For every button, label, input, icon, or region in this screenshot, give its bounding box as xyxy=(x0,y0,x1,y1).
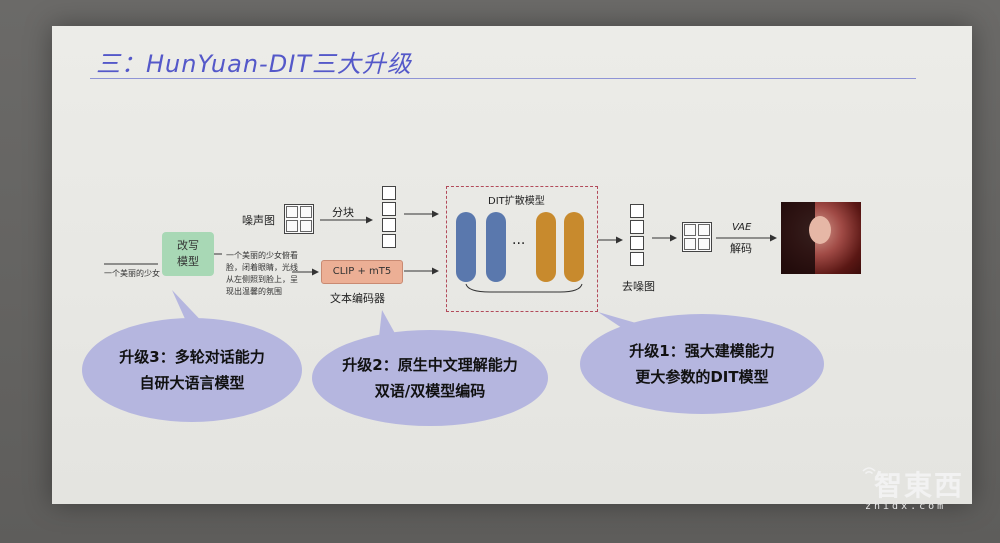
dit-label: DIT扩散模型 xyxy=(488,196,545,207)
callout-upgrade-2: 升级2：原生中文理解能力 双语/双模型编码 xyxy=(312,330,548,426)
denoised-grid xyxy=(682,222,712,252)
rewritten-prompt: 一个美丽的少女俯看 脸，闭着眼睛，光线 从左侧照到脸上，呈 现出温馨的氛围 xyxy=(226,251,298,296)
patch-1 xyxy=(382,186,396,200)
denoise-patch-3 xyxy=(630,236,644,250)
noise-grid xyxy=(284,204,314,234)
denoise-label: 去噪图 xyxy=(622,280,655,293)
vae-label: VAE xyxy=(732,222,752,233)
patch-2 xyxy=(382,202,396,216)
title-divider xyxy=(90,78,916,79)
dit-block-orange-1 xyxy=(536,212,556,282)
text-encoder-label: 文本编码器 xyxy=(330,292,385,305)
input-prompt: 一个美丽的少女 xyxy=(104,269,160,278)
split-label: 分块 xyxy=(332,206,354,219)
denoise-patch-1 xyxy=(630,204,644,218)
decode-label: 解码 xyxy=(730,242,752,255)
text-encoder-box: CLIP + mT5 xyxy=(321,260,403,284)
dit-block-blue-1 xyxy=(456,212,476,282)
watermark-url: zhidx.com xyxy=(865,501,947,512)
watermark-brand: 智東西 xyxy=(874,469,965,502)
callout-upgrade-3: 升级3：多轮对话能力 自研大语言模型 xyxy=(82,318,302,422)
wifi-icon xyxy=(862,467,876,475)
rewrite-model-box: 改写 模型 xyxy=(162,232,214,276)
dit-block-orange-2 xyxy=(564,212,584,282)
dit-block-blue-2 xyxy=(486,212,506,282)
denoise-patch-2 xyxy=(630,220,644,234)
output-image xyxy=(781,202,861,274)
dit-ellipsis: ... xyxy=(512,232,526,248)
noise-label: 噪声图 xyxy=(242,214,275,227)
dit-frame xyxy=(446,186,598,312)
patch-3 xyxy=(382,218,396,232)
slide-title: 三：HunYuan-DIT三大升级 xyxy=(96,50,412,78)
callout-upgrade-1: 升级1：强大建模能力 更大参数的DIT模型 xyxy=(580,314,824,414)
denoise-patch-4 xyxy=(630,252,644,266)
patch-4 xyxy=(382,234,396,248)
